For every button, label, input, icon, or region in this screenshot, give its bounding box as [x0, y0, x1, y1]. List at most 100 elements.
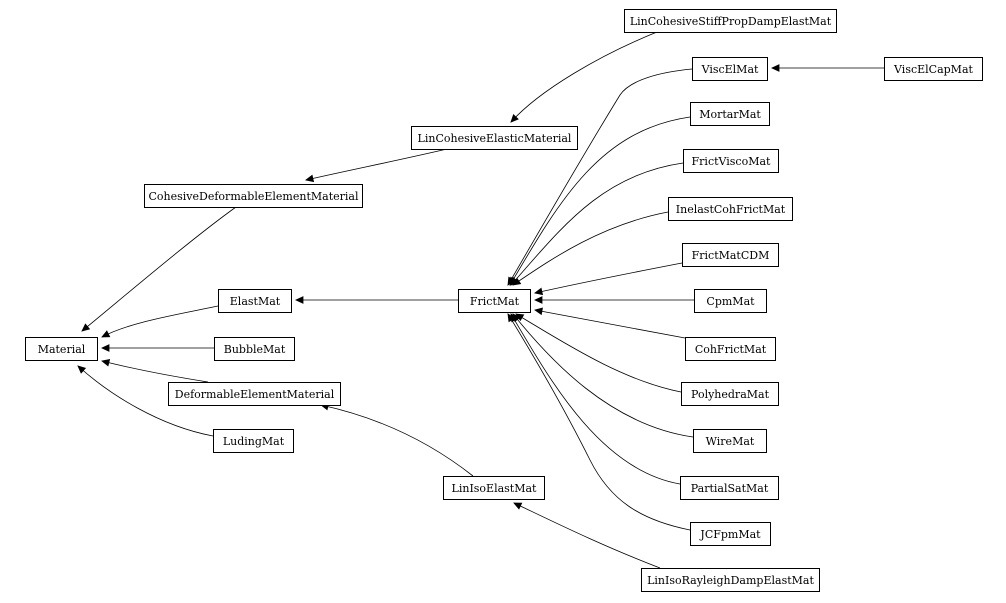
arrowhead-icon	[513, 502, 523, 510]
arrowhead-icon	[510, 113, 519, 123]
node-label: ViscElCapMat	[893, 63, 973, 76]
node-label: LudingMat	[223, 435, 285, 448]
edge-line	[101, 305, 219, 338]
edge-line	[77, 365, 214, 437]
node-label: CohFrictMat	[695, 343, 767, 356]
node-partial-sat-mat[interactable]: PartialSatMat	[680, 476, 779, 500]
node-box	[668, 197, 793, 221]
arrowhead-icon	[507, 313, 516, 323]
node-label: LinIsoRayleighDampElastMat	[647, 574, 814, 587]
arrowhead-icon	[295, 296, 304, 304]
node-frict-visco-mat[interactable]: FrictViscoMat	[683, 149, 779, 173]
node-label: FrictMat	[470, 295, 520, 308]
node-visc-el-cap-mat[interactable]: ViscElCapMat	[884, 57, 983, 81]
node-box	[690, 522, 771, 546]
node-material[interactable]: Material	[25, 337, 98, 361]
edge-inelast-coh-frict-mat-to-frict-mat	[512, 211, 669, 286]
edge-line	[510, 313, 681, 485]
node-box	[682, 243, 779, 267]
node-label: JCFpmMat	[699, 528, 761, 541]
nodes-layer: Material CohesiveDeformableElementMateria…	[25, 9, 983, 592]
node-box	[25, 337, 98, 361]
node-lin-iso-elast-mat[interactable]: LinIsoElastMat	[443, 476, 545, 500]
edge-frict-mat-cdm-to-frict-mat	[534, 262, 683, 296]
edge-lin-cohesive-stiff-prop-damp-elast-mat-to-lin-cohesive-elastic-material	[510, 31, 658, 123]
node-box	[681, 382, 779, 406]
node-mortar-mat[interactable]: MortarMat	[690, 102, 770, 126]
node-lin-cohesive-stiff-prop-damp-elast-mat[interactable]: LinCohesiveStiffPropDampElastMat	[624, 9, 837, 33]
node-inelast-coh-frict-mat[interactable]: InelastCohFrictMat	[668, 197, 793, 221]
node-label: InelastCohFrictMat	[676, 203, 786, 216]
edge-luding-mat-to-material	[77, 365, 214, 437]
edge-wire-mat-to-frict-mat	[512, 313, 694, 438]
node-visc-el-mat[interactable]: ViscElMat	[692, 57, 768, 81]
node-jc-fpm-mat[interactable]: JCFpmMat	[690, 522, 771, 546]
node-lin-cohesive-elastic-material[interactable]: LinCohesiveElasticMaterial	[411, 126, 578, 150]
node-coh-frict-mat[interactable]: CohFrictMat	[685, 337, 776, 361]
node-label: DeformableElementMaterial	[175, 388, 335, 401]
node-label: LinCohesiveElasticMaterial	[418, 132, 572, 145]
edge-lin-iso-rayleigh-damp-elast-mat-to-lin-iso-elast-mat	[513, 502, 661, 569]
edge-line	[512, 313, 694, 438]
arrowhead-icon	[77, 365, 87, 374]
edge-line	[510, 162, 684, 286]
node-frict-mat[interactable]: FrictMat	[458, 289, 531, 313]
edge-line	[507, 313, 691, 531]
node-box	[693, 429, 767, 453]
edge-line	[101, 360, 209, 383]
edge-jc-fpm-mat-to-frict-mat	[507, 313, 691, 531]
node-box	[213, 429, 294, 453]
node-box	[218, 289, 292, 313]
edge-cohesive-deformable-element-material-to-material	[81, 206, 237, 332]
node-label: Material	[38, 343, 86, 356]
arrowhead-icon	[512, 277, 522, 286]
edge-line	[305, 148, 448, 181]
edge-line	[510, 31, 658, 123]
edge-visc-el-cap-mat-to-visc-el-mat	[771, 64, 884, 72]
node-box	[884, 57, 983, 81]
node-label: BubbleMat	[224, 343, 286, 356]
node-label: CohesiveDeformableElementMaterial	[149, 190, 359, 203]
node-frict-mat-cdm[interactable]: FrictMatCDM	[682, 243, 779, 267]
arrowhead-icon	[101, 330, 111, 338]
node-cpm-mat[interactable]: CpmMat	[694, 289, 767, 313]
node-label: PartialSatMat	[691, 482, 769, 495]
node-elast-mat[interactable]: ElastMat	[218, 289, 292, 313]
node-box	[411, 126, 578, 150]
edge-deformable-element-material-to-material	[101, 359, 209, 383]
node-label: FrictMatCDM	[692, 249, 770, 262]
edge-partial-sat-mat-to-frict-mat	[510, 313, 681, 485]
node-label: LinCohesiveStiffPropDampElastMat	[630, 15, 832, 28]
arrowhead-icon	[101, 359, 111, 367]
edge-polyhedra-mat-to-frict-mat	[515, 313, 682, 393]
node-box	[144, 184, 363, 208]
edge-line	[81, 206, 237, 332]
node-cohesive-deformable-element-material[interactable]: CohesiveDeformableElementMaterial	[144, 184, 363, 208]
node-wire-mat[interactable]: WireMat	[693, 429, 767, 453]
node-polyhedra-mat[interactable]: PolyhedraMat	[681, 382, 779, 406]
node-box	[685, 337, 776, 361]
node-box	[214, 337, 295, 361]
edge-lin-cohesive-elastic-material-to-cohesive-deformable-element-material	[305, 148, 448, 183]
edges-layer	[77, 31, 884, 569]
node-box	[641, 568, 820, 592]
edge-line	[507, 68, 693, 286]
node-label: CpmMat	[706, 295, 755, 308]
node-box	[690, 102, 770, 126]
node-deformable-element-material[interactable]: DeformableElementMaterial	[168, 382, 341, 406]
node-box	[443, 476, 545, 500]
edge-line	[320, 404, 474, 477]
edge-line	[515, 313, 682, 393]
node-box	[680, 476, 779, 500]
node-box	[624, 9, 837, 33]
node-box	[692, 57, 768, 81]
node-box	[694, 289, 767, 313]
node-luding-mat[interactable]: LudingMat	[213, 429, 294, 453]
node-label: FrictViscoMat	[692, 155, 772, 168]
edge-elast-mat-to-material	[101, 305, 219, 338]
node-lin-iso-rayleigh-damp-elast-mat[interactable]: LinIsoRayleighDampElastMat	[641, 568, 820, 592]
node-bubble-mat[interactable]: BubbleMat	[214, 337, 295, 361]
node-box	[458, 289, 531, 313]
